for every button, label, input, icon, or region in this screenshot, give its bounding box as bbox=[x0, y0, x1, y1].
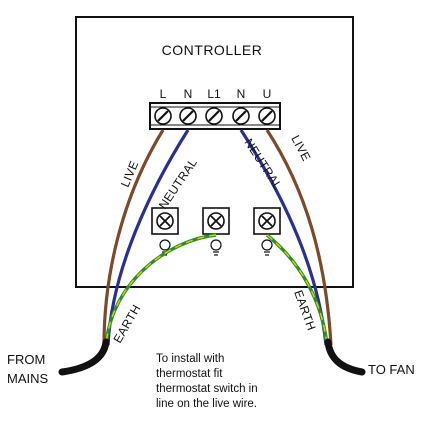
controller-box bbox=[75, 16, 354, 288]
wire-neutral-left bbox=[106, 129, 190, 346]
earth-lamp-icon-middle bbox=[210, 239, 222, 256]
terminal-label-n: N bbox=[184, 87, 193, 101]
label-live-right: LIVE bbox=[288, 133, 313, 164]
cable-fan bbox=[324, 338, 366, 376]
note-line-4: line on the live wire. bbox=[156, 398, 257, 410]
note-line-3: thermostat switch in bbox=[156, 383, 258, 395]
earth-block bbox=[151, 207, 281, 235]
terminal-label-l: L bbox=[160, 87, 167, 101]
terminal-label-n2: N bbox=[237, 87, 246, 101]
screw-terminal-icon bbox=[258, 107, 276, 125]
screw-terminal-icon bbox=[232, 107, 250, 125]
earth-terminal-middle bbox=[202, 207, 230, 235]
terminal-labels: L N L1 N U bbox=[160, 87, 272, 101]
label-neutral-right: NEUTRAL bbox=[241, 136, 284, 192]
cable-mains bbox=[58, 338, 110, 376]
wire-live-right bbox=[265, 129, 333, 346]
label-mains: MAINS bbox=[7, 371, 49, 386]
label-neutral-left: NEUTRAL bbox=[156, 156, 200, 212]
earth-terminal-left bbox=[151, 207, 179, 235]
screw-terminal-icon bbox=[154, 107, 172, 125]
label-from: FROM bbox=[7, 352, 45, 367]
earth-terminal-right bbox=[253, 207, 281, 235]
wire-live-left bbox=[102, 129, 165, 346]
note-line-1: To install with bbox=[156, 353, 224, 365]
screw-terminal-icon bbox=[205, 107, 223, 125]
wire-earth-left-yellow bbox=[105, 234, 217, 346]
terminal-block bbox=[149, 102, 281, 130]
earth-lamp-icon-right bbox=[261, 239, 273, 256]
terminal-label-l1: L1 bbox=[207, 87, 221, 101]
controller-title: CONTROLLER bbox=[162, 42, 263, 58]
terminal-label-u: U bbox=[263, 87, 272, 101]
wires bbox=[102, 129, 333, 346]
wire-earth-right-yellow bbox=[266, 234, 328, 346]
label-to-fan: TO FAN bbox=[368, 362, 415, 377]
label-live-left: LIVE bbox=[118, 159, 142, 190]
note-line-2: thermostat fit bbox=[156, 368, 223, 380]
screw-terminal-icon bbox=[179, 107, 197, 125]
